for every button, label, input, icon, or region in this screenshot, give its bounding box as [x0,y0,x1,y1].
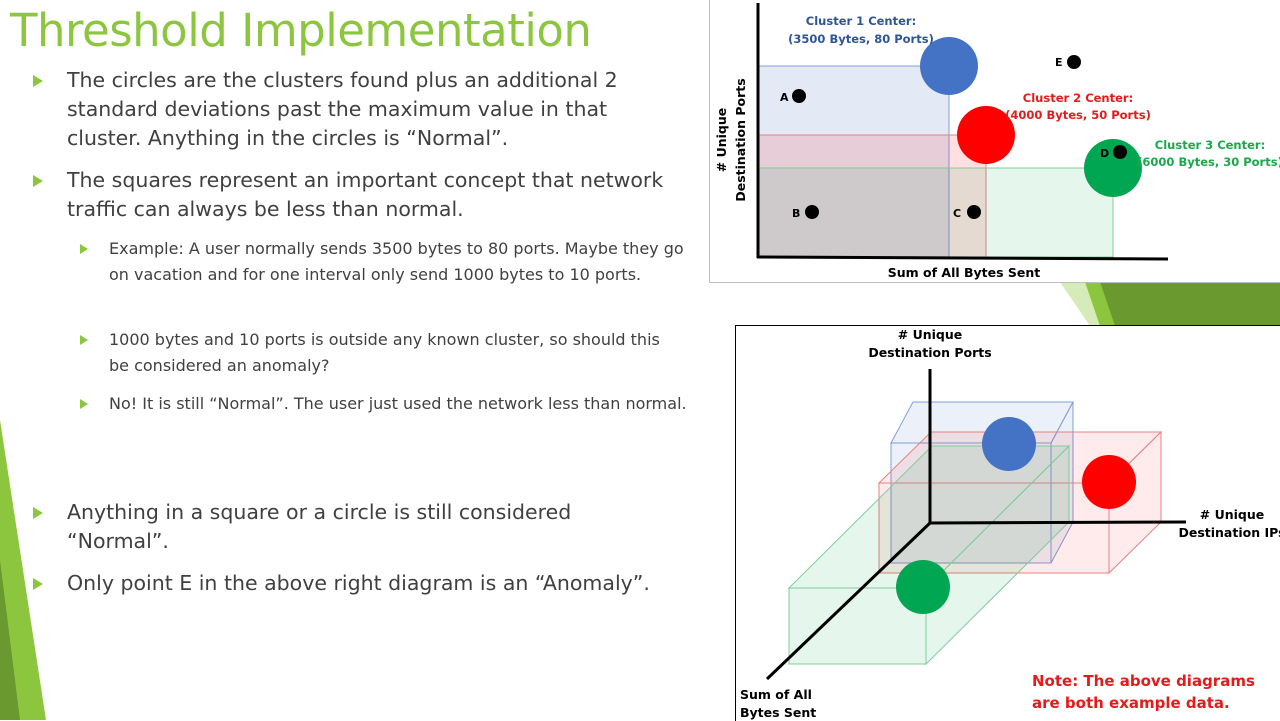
cluster-1-sphere [982,417,1036,471]
diagram-2d: A B C D E Cluster 1 Center: (3500 Bytes,… [709,0,1280,283]
bullet-arrow-icon [33,578,43,590]
bullet-arrow-icon [33,507,43,519]
y-axis-label-line1: # Unique [714,108,729,172]
x-axis-3d-label-line1: Sum of All [740,687,812,702]
bullet-text: The squares represent an important conce… [67,168,664,221]
point-c [967,205,981,219]
sub-bullet-question: 1000 bytes and 10 ports is outside any k… [80,327,669,379]
cluster-1-label-line2: (3500 Bytes, 80 Ports) [788,32,934,46]
bullet-arrow-icon [80,244,88,254]
point-b-label: B [792,207,800,220]
bullet-text: No! It is still “Normal”. The user just … [109,394,687,413]
bullet-text: Anything in a square or a circle is stil… [67,500,572,553]
cluster-2-square [757,134,987,258]
sub-bullet-example: Example: A user normally sends 3500 byte… [80,236,707,288]
point-e [1067,55,1081,69]
bullet-arrow-icon [33,75,43,87]
x-axis-3d-label-line2: Bytes Sent [740,705,816,720]
bullet-anomaly: Only point E in the above right diagram … [33,569,707,598]
bullet-text: Example: A user normally sends 3500 byte… [109,239,684,284]
y-axis-3d-label-line1: # Unique [898,327,962,342]
cluster-2-label-line1: Cluster 2 Center: [1023,91,1133,105]
bullet-text: 1000 bytes and 10 ports is outside any k… [109,330,660,375]
cluster-1-label-line1: Cluster 1 Center: [806,14,916,28]
x-axis-3d [765,521,932,681]
cluster-1-square [757,65,950,258]
bullet-arrow-icon [80,399,88,409]
cluster-2-circle [957,106,1015,164]
bullet-anything-normal: Anything in a square or a circle is stil… [33,498,627,556]
sub-bullet-answer: No! It is still “Normal”. The user just … [80,391,699,417]
bullet-squares: The squares represent an important conce… [33,166,707,224]
point-c-label: C [953,207,961,220]
cluster-1-circle [920,37,978,95]
cluster-3-label-line1: Cluster 3 Center: [1155,138,1265,152]
point-e-label: E [1055,56,1063,69]
cluster-3-circle [1084,139,1142,197]
cluster-2-sphere [1082,455,1136,509]
example-data-note: Note: The above diagrams are both exampl… [1032,672,1255,712]
diagram-3d: # Unique Destination Ports # Unique Dest… [735,325,1280,721]
slide-title: Threshold Implementation [10,4,592,57]
y-axis-3d-label-line2: Destination Ports [868,345,991,360]
point-a-label: A [780,91,789,104]
bullet-circles: The circles are the clusters found plus … [33,66,667,153]
bullet-text: Only point E in the above right diagram … [67,571,650,595]
bullet-text: The circles are the clusters found plus … [67,68,618,150]
cluster-3-sphere [896,560,950,614]
point-b [805,205,819,219]
point-d-label: D [1100,147,1109,160]
y-axis-label-line2: Destination Ports [733,78,748,201]
point-d [1113,145,1127,159]
z-axis-3d [929,520,1187,525]
x-axis [756,255,1169,261]
z-axis-3d-label-line2: Destination IPs [1178,525,1280,540]
bullet-arrow-icon [80,335,88,345]
z-axis-3d-label-line1: # Unique [1200,507,1264,522]
cluster-3-label-line2: (6000 Bytes, 30 Ports) [1137,155,1280,169]
x-axis-label: Sum of All Bytes Sent [888,265,1041,280]
point-a [792,89,806,103]
cluster-2-label-line2: (4000 Bytes, 50 Ports) [1005,108,1151,122]
bullet-arrow-icon [33,175,43,187]
